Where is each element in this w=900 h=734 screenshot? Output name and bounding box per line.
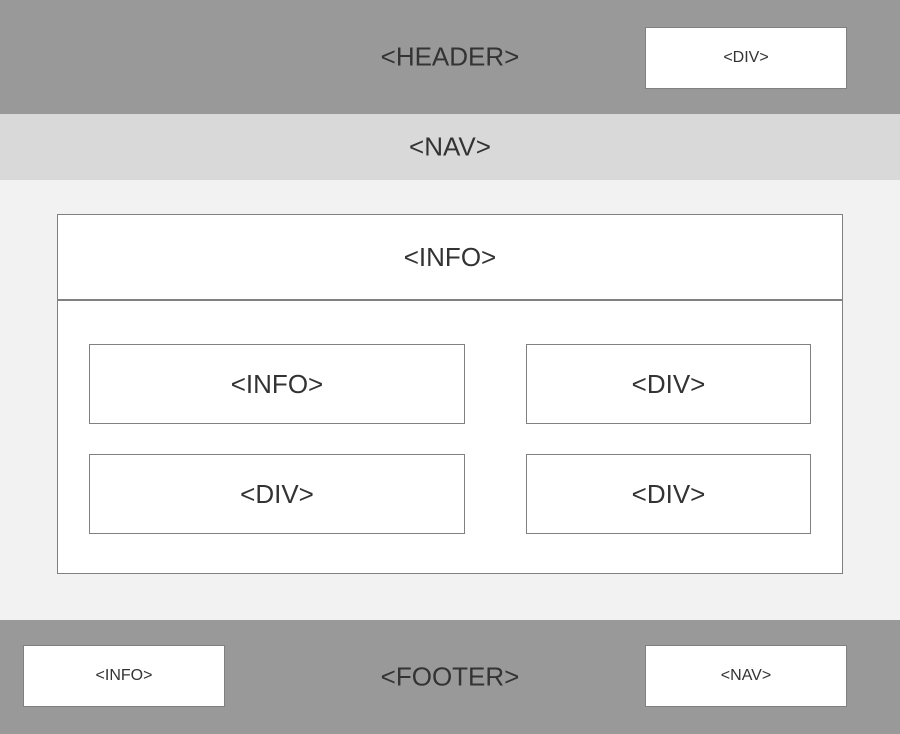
footer-section: <INFO> <FOOTER> <NAV> [0,620,900,734]
div-cell: <DIV> [526,344,811,424]
footer-nav-box: <NAV> [645,645,847,707]
div-cell: <DIV> [526,454,811,534]
footer-info-box: <INFO> [23,645,225,707]
header-label: <HEADER> [380,41,520,72]
info-cell: <INFO> [89,344,465,424]
nav-section: <NAV> [0,114,900,180]
header-div-box: <DIV> [645,27,847,89]
nav-label: <NAV> [409,131,491,162]
info-panel: <INFO> <INFO> <DIV> <DIV> <DIV> [57,214,843,574]
footer-label: <FOOTER> [380,661,520,692]
header-section: <HEADER> <DIV> [0,0,900,114]
div-cell: <DIV> [89,454,465,534]
info-panel-title: <INFO> [58,215,842,301]
